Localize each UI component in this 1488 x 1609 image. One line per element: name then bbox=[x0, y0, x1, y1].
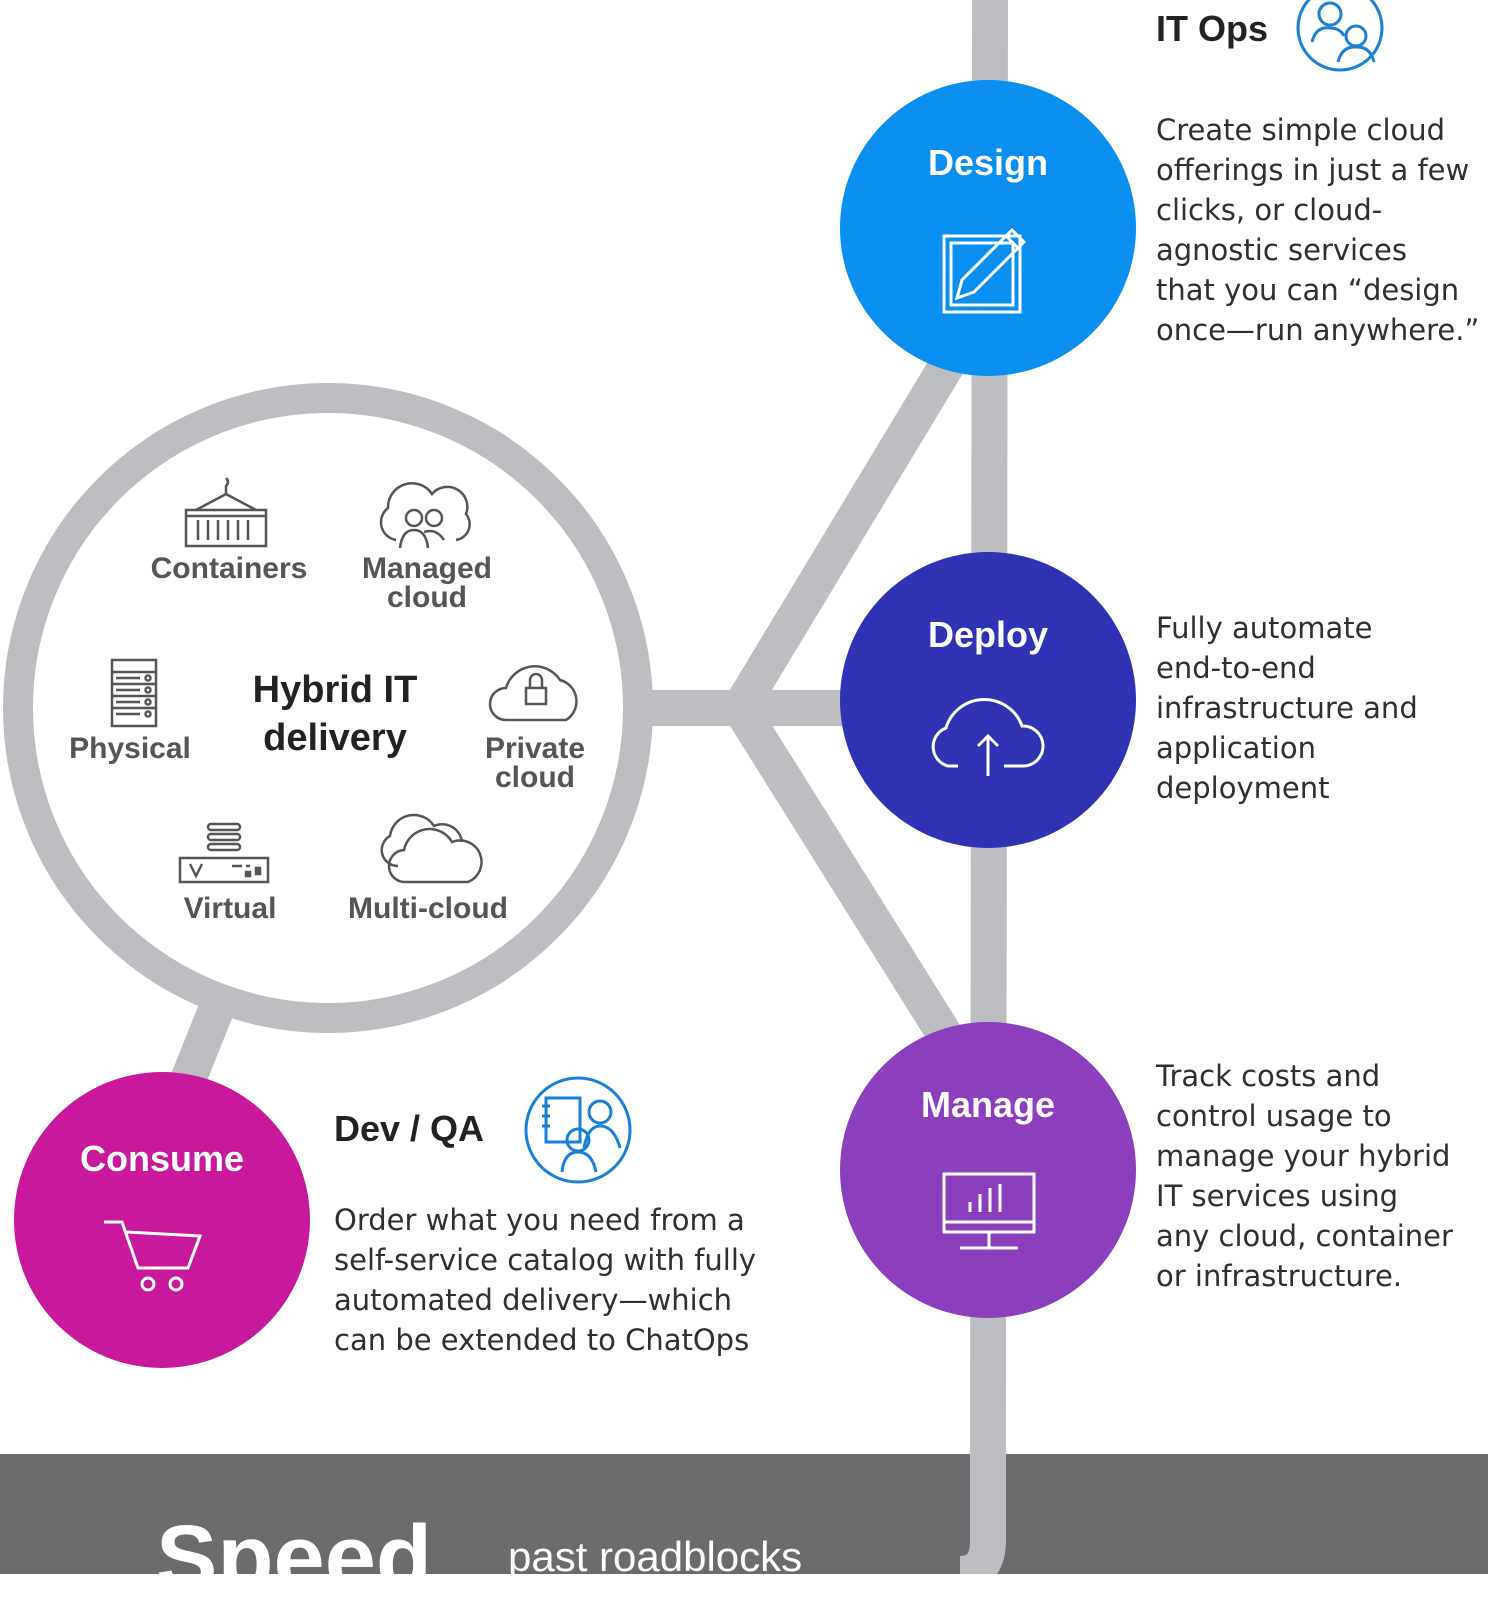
dev-qa-title: Dev / QA bbox=[334, 1108, 485, 1149]
hub-title-line: Hybrid IT bbox=[252, 669, 418, 711]
hub-title-line: delivery bbox=[263, 717, 407, 759]
dev-qa-description: Order what you need from a self-service … bbox=[334, 1200, 774, 1360]
hub-item-label: cloud bbox=[495, 761, 575, 794]
design-desc-line: clicks, or cloud- bbox=[1156, 193, 1383, 227]
hub-item-managed-cloud: Managed cloud bbox=[340, 552, 514, 614]
hub-ring bbox=[3, 383, 653, 1033]
design-desc-line: Create simple cloud bbox=[1156, 113, 1446, 147]
branch-to-design bbox=[724, 350, 966, 718]
manage-circle bbox=[840, 1022, 1136, 1318]
hub-title: Hybrid IT delivery bbox=[218, 666, 452, 762]
hub-item-multi-cloud: Multi-cloud bbox=[330, 892, 526, 925]
container-icon bbox=[184, 477, 268, 548]
design-label: Design bbox=[927, 142, 1049, 183]
multi-cloud-icon bbox=[380, 813, 483, 884]
footer-tagline: past roadblocks bbox=[508, 1533, 803, 1580]
consume-circle bbox=[14, 1072, 310, 1368]
design-description: Create simple cloud offerings in just a … bbox=[1156, 110, 1486, 350]
design-desc-line: that you can “design bbox=[1156, 273, 1460, 307]
hub-item-label: Physical bbox=[69, 732, 191, 765]
dev-qa-desc-line: self-service catalog with fully bbox=[334, 1243, 757, 1277]
deploy-desc-line: infrastructure and bbox=[1156, 691, 1418, 725]
manage-desc-line: any cloud, container bbox=[1156, 1219, 1453, 1253]
hub-item-virtual: Virtual bbox=[150, 892, 310, 925]
design-desc-line: agnostic services bbox=[1156, 233, 1407, 267]
hub-item-label: cloud bbox=[387, 581, 467, 614]
hub-item-label: Private bbox=[484, 732, 586, 765]
shopping-cart-icon bbox=[104, 1220, 203, 1292]
deploy-desc-line: end-to-end bbox=[1156, 651, 1316, 685]
managed-cloud-icon bbox=[379, 482, 471, 549]
pencil-edit-icon bbox=[942, 227, 1027, 314]
manage-desc-line: Track costs and bbox=[1156, 1059, 1381, 1093]
design-circle bbox=[840, 80, 1136, 376]
manage-description: Track costs and control usage to manage … bbox=[1156, 1056, 1486, 1296]
design-desc-line: once—run anywhere.” bbox=[1156, 313, 1480, 347]
it-ops-title: IT Ops bbox=[1156, 8, 1269, 49]
hub-item-private-cloud: Private cloud bbox=[460, 732, 610, 794]
branch-to-manage bbox=[724, 698, 961, 1045]
developer-people-icon bbox=[524, 1076, 632, 1184]
hub-item-label: Containers bbox=[150, 552, 308, 585]
server-icon bbox=[110, 658, 158, 728]
hub-item-label: Virtual bbox=[183, 892, 277, 925]
private-cloud-lock-icon bbox=[488, 665, 578, 722]
manage-desc-line: IT services using bbox=[1156, 1179, 1399, 1213]
cloud-upload-icon bbox=[931, 697, 1045, 776]
dev-qa-desc-line: can be extended to ChatOps bbox=[334, 1323, 750, 1357]
design-desc-line: offerings in just a few bbox=[1156, 153, 1470, 187]
footer-bar bbox=[0, 1454, 1488, 1574]
manage-desc-line: control usage to bbox=[1156, 1099, 1392, 1133]
manage-desc-line: manage your hybrid bbox=[1156, 1139, 1451, 1173]
hub-item-label: Managed bbox=[361, 552, 493, 585]
consume-label: Consume bbox=[79, 1138, 245, 1179]
deploy-desc-line: application bbox=[1156, 731, 1316, 765]
deploy-label: Deploy bbox=[927, 614, 1049, 655]
deploy-description: Fully automate end-to-end infrastructure… bbox=[1156, 608, 1476, 808]
two-people-icon bbox=[1296, 0, 1384, 72]
hub-item-containers: Containers bbox=[136, 552, 322, 585]
hub-item-label: Multi-cloud bbox=[348, 892, 508, 925]
monitor-chart-icon bbox=[942, 1172, 1036, 1250]
manage-desc-line: or infrastructure. bbox=[1156, 1259, 1403, 1293]
manage-label: Manage bbox=[920, 1084, 1056, 1125]
diagram-canvas bbox=[0, 0, 1488, 1574]
deploy-desc-line: deployment bbox=[1156, 771, 1330, 805]
dev-qa-desc-line: Order what you need from a bbox=[334, 1203, 745, 1237]
hub-item-physical: Physical bbox=[56, 732, 204, 765]
deploy-desc-line: Fully automate bbox=[1156, 611, 1373, 645]
dev-qa-desc-line: automated delivery—which bbox=[334, 1283, 733, 1317]
virtual-server-icon bbox=[178, 822, 270, 884]
footer-headline: Speed bbox=[156, 1507, 433, 1609]
